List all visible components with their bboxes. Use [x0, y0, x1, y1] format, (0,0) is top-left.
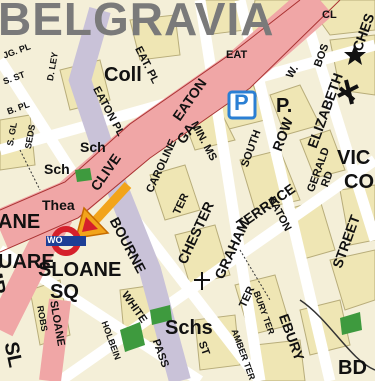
street-label-sl: SL [0, 339, 27, 370]
route-arrow-icon [74, 181, 132, 239]
school-label-2: Sch [44, 161, 70, 177]
underground-bar-text: WO [47, 235, 63, 245]
street-label-eat: EAT [226, 49, 248, 61]
school-label-schs: Schs [165, 317, 213, 339]
airplane-icon [337, 79, 359, 105]
street-label-ane: ANE [0, 211, 41, 233]
underground-roundel-icon [46, 226, 86, 256]
parking-letter: P [234, 90, 249, 115]
street-label-bd: BD [338, 357, 367, 379]
school-label-1: Sch [80, 139, 106, 155]
college-label: Coll [104, 64, 142, 86]
place-label-vic: VIC [337, 147, 371, 169]
parking-icon [227, 90, 257, 120]
major-road-b [0, 208, 73, 337]
boundary-line [299, 299, 375, 371]
footpaths [19, 149, 271, 301]
district-label: BELGRAVIA [0, 0, 275, 45]
parks [75, 168, 362, 352]
major-road-c [39, 298, 71, 381]
station-label-sq: SQ [50, 281, 79, 303]
street-label-p: P. [276, 95, 293, 117]
major-road-edges [0, 0, 341, 253]
major-road-a [0, 0, 334, 249]
star-icon [344, 44, 366, 65]
church-cross-icon [194, 272, 210, 290]
street-label-cl: CL [322, 9, 337, 21]
theatre-label: Thea [42, 197, 75, 213]
station-label-sloane: SLOANE [38, 259, 122, 281]
place-label-co: CO [344, 171, 374, 193]
street-label-uare: UARE [0, 251, 55, 273]
